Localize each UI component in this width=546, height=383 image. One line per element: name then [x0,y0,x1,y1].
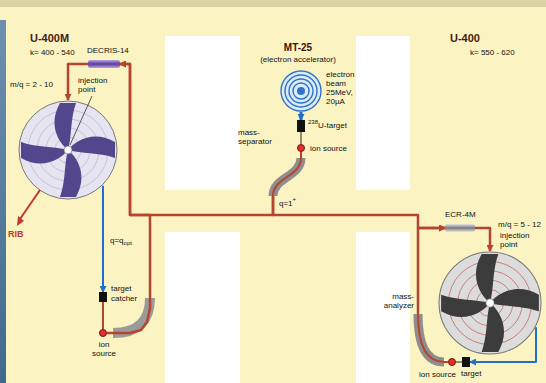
node-label: U-400M [30,32,69,45]
electron-accelerator: electron beam 25MeV, 20µA [280,70,322,112]
cyclotron-drawing [18,100,118,200]
beam-line [300,112,303,120]
ion-source: ion source [99,329,107,337]
beam-line [300,152,302,158]
node-label: (electron accelerator) [240,55,356,64]
bending-magnet [113,298,150,333]
beam-line [102,186,104,292]
ecr-ion-source: ECR-4M [445,224,475,232]
beam-line [107,64,150,333]
node-label: MT-25 [240,42,356,54]
annotation-label: injection point [500,231,544,249]
annotation-label: q=1 [279,199,293,208]
node-label: ion source [310,144,347,153]
node-label: mass- analyzer [370,292,414,310]
node-label: k= 550 - 620 [470,48,515,57]
node-label: U-target [318,121,347,130]
beam-line [273,196,445,228]
annotation-label: m/q = 2 - 10 [10,80,53,89]
accelerator-panel: MT-25(electron accelerator) electron beam… [240,36,356,206]
annotation-label: RIB [8,229,24,239]
node-label: ion source [419,370,456,379]
ion-source: ion source [448,358,456,366]
annotation-label: injection point [78,76,112,94]
target-block: target [462,357,470,367]
beam-line [301,132,302,144]
magnet-drawing [410,314,444,362]
node-label: 238 [308,119,318,126]
white-region [165,36,240,190]
node-label: target [111,284,131,293]
uranium-target: 238U-target [297,120,305,132]
node-label: mass- separator [238,128,278,146]
ion-source: ion source [297,144,305,152]
node-label: ECR-4M [445,210,476,219]
cyclotron: U-400Mk= 400 - 540 [18,100,118,200]
node-label: ion source [88,340,120,358]
magnet-drawing [266,158,306,196]
electron-accelerator-drawing [280,70,322,112]
beam-line [102,302,104,329]
annotation-label: q=q [110,236,124,245]
node-label: electron beam 25MeV, 20µA [326,70,362,106]
beam-line [475,228,490,251]
cyclotron-drawing [438,251,542,355]
node-label: catcher [111,294,137,303]
photo-strip [0,20,6,383]
annotation-label: m/q = 5 - 12 [498,220,541,229]
white-region [356,36,410,190]
white-region [165,232,240,383]
mass-separator-magnet: mass- separator [266,158,306,196]
cyclotron: U-400k= 550 - 620 [438,251,542,355]
node-label: U-400 [450,32,480,45]
target-block: targetcatcher [99,292,107,302]
node-label: target [461,369,481,378]
top-band [0,0,546,7]
annotation-label: opt [124,240,132,247]
ecr-ion-source: DECRIS-14 [88,60,120,68]
node-label: DECRIS-14 [87,46,129,55]
annotation-label: + [293,196,297,203]
mass-analyzer-magnet: mass- analyzer [410,314,444,362]
node-label: k= 400 - 540 [30,48,75,57]
